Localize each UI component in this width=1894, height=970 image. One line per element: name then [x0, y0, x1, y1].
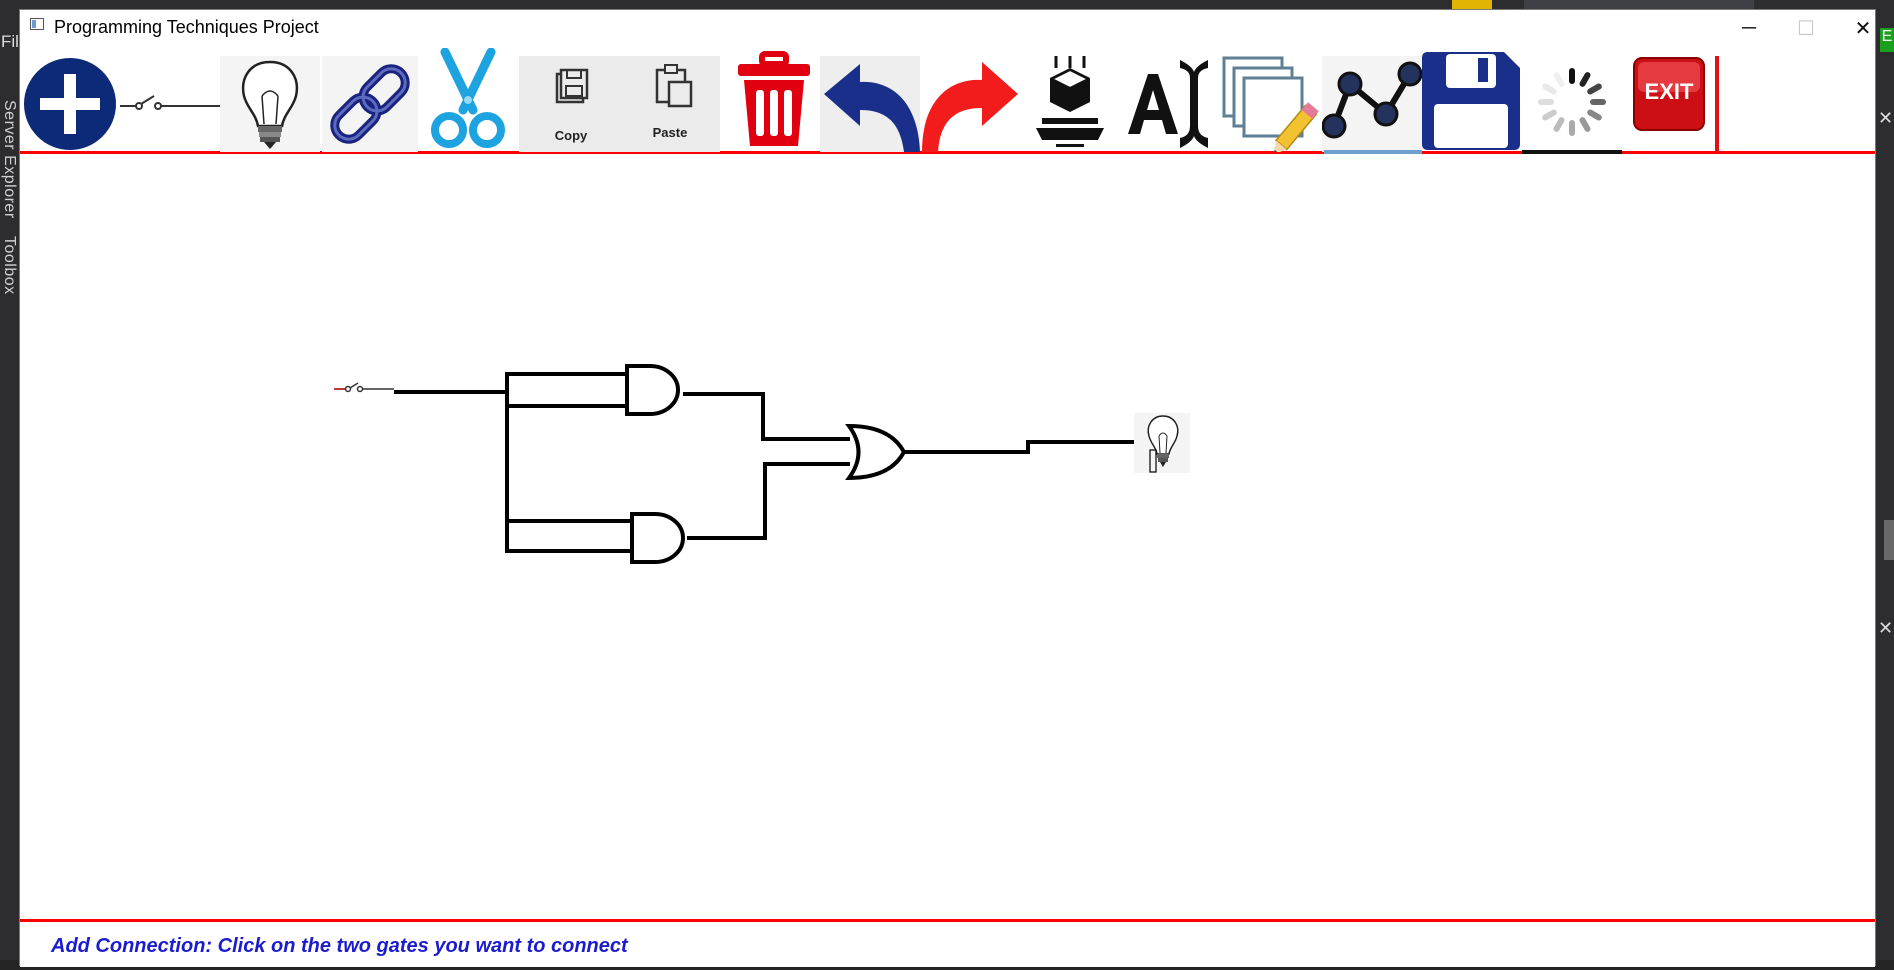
text-label-icon [1128, 60, 1208, 148]
circuit-diagram [334, 364, 1190, 564]
save-button[interactable] [1420, 52, 1522, 152]
floppy-disk-icon [1422, 52, 1520, 150]
delete-button[interactable] [726, 51, 822, 152]
copy-label: Copy [554, 128, 588, 143]
led-component[interactable] [1134, 413, 1190, 473]
toolbar-end-divider [1715, 56, 1719, 152]
add-label-button[interactable] [1122, 56, 1214, 152]
ide-right-rail [1876, 0, 1894, 970]
wire-and2-to-or [687, 462, 850, 540]
wire-and1-to-or [683, 392, 850, 441]
simulation-button[interactable] [1034, 56, 1106, 152]
undo-button[interactable] [820, 56, 920, 152]
toolbar: Copy Paste [20, 46, 1875, 154]
app-icon [30, 18, 44, 30]
simulation-icon [1036, 56, 1104, 147]
edit-button[interactable] [1222, 56, 1322, 152]
ide-tab-server-explorer[interactable]: Server Explorer [1, 100, 18, 219]
add-gate-button[interactable] [22, 56, 118, 152]
maximize-button[interactable]: ☐ [1797, 17, 1815, 40]
add-connection-button[interactable] [322, 56, 418, 152]
paste-icon [655, 64, 693, 108]
link-icon [322, 56, 418, 152]
plus-circle-icon [24, 58, 116, 150]
ide-left-rail [0, 0, 19, 970]
ide-quick-launch-box[interactable] [1524, 0, 1754, 9]
status-message: Add Connection: Click on the two gates y… [51, 935, 628, 957]
edit-pages-icon [1222, 56, 1319, 152]
graph-nodes-icon [1322, 56, 1422, 154]
switch-icon [120, 95, 220, 110]
scissors-icon [431, 48, 505, 148]
ide-file-menu[interactable]: Fil [1, 32, 19, 51]
ide-scrollbar-thumb[interactable] [1884, 520, 1894, 560]
copy-button[interactable]: Copy [523, 56, 619, 152]
wire-switch-to-and2 [505, 392, 632, 553]
exit-button[interactable]: EXIT [1632, 56, 1706, 152]
validate-button[interactable] [1322, 56, 1422, 154]
and-gate-2[interactable] [630, 512, 685, 564]
app-window: Programming Techniques Project ─ ☐ ✕ [19, 9, 1876, 967]
redo-button[interactable] [920, 56, 1020, 152]
wire-switch-to-and1 [394, 372, 627, 394]
cut-button[interactable] [423, 48, 513, 152]
and-gate-1[interactable] [625, 364, 680, 416]
exit-icon [1633, 57, 1705, 131]
switch-component[interactable] [334, 382, 394, 393]
ide-tab-toolbox[interactable]: Toolbox [1, 236, 18, 295]
connection-wires[interactable] [394, 372, 1154, 553]
bulb-icon [220, 56, 320, 152]
loading-spinner-icon [1522, 68, 1622, 154]
window-title: Programming Techniques Project [54, 17, 319, 37]
load-button[interactable] [1522, 56, 1622, 154]
minimize-button[interactable]: ─ [1741, 16, 1757, 39]
or-gate-1[interactable] [845, 423, 907, 481]
ide-close-icon-2[interactable]: ✕ [1878, 618, 1894, 638]
redo-arrow-icon [922, 62, 1018, 152]
paste-label: Paste [652, 125, 688, 140]
drawing-canvas[interactable] [20, 154, 1875, 928]
copy-icon [555, 68, 589, 104]
trash-icon [738, 51, 810, 146]
ide-green-badge: E [1880, 28, 1894, 52]
close-button[interactable]: ✕ [1854, 17, 1872, 40]
add-led-button[interactable] [220, 56, 320, 152]
paste-button[interactable]: Paste [623, 56, 719, 152]
undo-arrow-icon [820, 56, 920, 152]
title-bar: Programming Techniques Project ─ ☐ ✕ [20, 10, 1875, 46]
status-bar: Add Connection: Click on the two gates y… [20, 919, 1875, 967]
exit-label: EXIT [1644, 79, 1694, 104]
ide-close-icon[interactable]: ✕ [1878, 108, 1894, 128]
add-switch-button[interactable] [120, 56, 220, 152]
ide-notification-badge [1452, 0, 1492, 9]
wire-or-to-led [905, 440, 1154, 473]
ide-title-strip [0, 0, 1894, 9]
